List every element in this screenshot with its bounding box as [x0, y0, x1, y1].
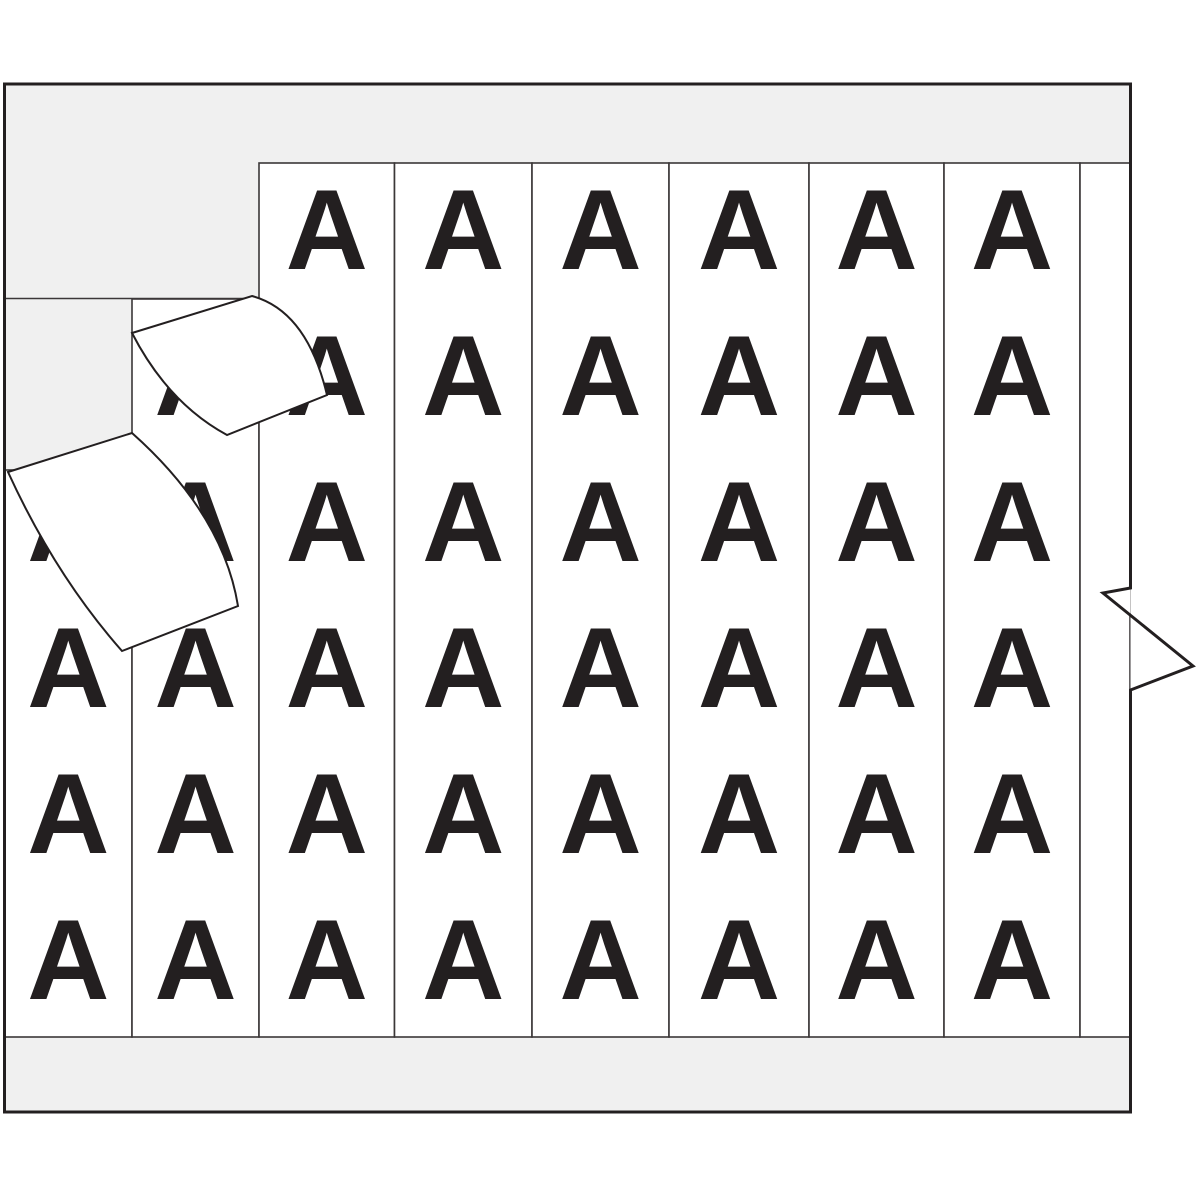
marker-letter: A: [286, 897, 368, 1024]
marker-letter: A: [559, 167, 641, 294]
marker-letter: A: [971, 459, 1053, 586]
label-column-3: [258, 162, 396, 1038]
marker-letter: A: [835, 459, 917, 586]
marker-letter: A: [971, 313, 1053, 440]
marker-letter: A: [971, 897, 1053, 1024]
pull-tab-fill: [1103, 588, 1193, 690]
marker-letter: A: [559, 313, 641, 440]
marker-letter: A: [559, 751, 641, 878]
marker-letter: A: [286, 459, 368, 586]
marker-letter: A: [835, 167, 917, 294]
marker-letter: A: [835, 313, 917, 440]
peeled-label-bottom: [6, 431, 240, 653]
marker-letter: A: [422, 897, 504, 1024]
marker-letter: A: [971, 167, 1053, 294]
marker-letter: A: [835, 897, 917, 1024]
marker-letter: A: [698, 459, 780, 586]
marker-letter: A: [422, 313, 504, 440]
marker-letter: A: [971, 605, 1053, 732]
label-column-5: [531, 162, 670, 1038]
label-column-6: [668, 162, 810, 1038]
marker-letter: A: [559, 605, 641, 732]
marker-letter: A: [559, 459, 641, 586]
marker-letter: A: [422, 167, 504, 294]
marker-letter: A: [835, 751, 917, 878]
marker-letter: A: [559, 897, 641, 1024]
marker-letter: A: [835, 605, 917, 732]
marker-letter: A: [286, 167, 368, 294]
marker-letter: A: [27, 751, 109, 878]
label-column-4: [393, 162, 533, 1038]
marker-letter: A: [971, 751, 1053, 878]
label-column-8: [943, 162, 1081, 1038]
marker-letter: A: [698, 751, 780, 878]
marker-letter: A: [698, 897, 780, 1024]
card-outline-with-pull-tab: [3, 82, 1196, 1114]
marker-letter: A: [286, 751, 368, 878]
marker-letter: A: [286, 605, 368, 732]
marker-letter: A: [27, 605, 109, 732]
marker-letter: A: [154, 897, 236, 1024]
marker-letter: A: [154, 751, 236, 878]
marker-letter: A: [422, 459, 504, 586]
peeled-label-top: [130, 294, 329, 437]
marker-letter: A: [698, 605, 780, 732]
label-column-7: [808, 162, 945, 1038]
marker-letter: A: [422, 605, 504, 732]
marker-letter: A: [27, 897, 109, 1024]
marker-letter: A: [698, 313, 780, 440]
marker-letter: A: [422, 751, 504, 878]
marker-letter: A: [698, 167, 780, 294]
